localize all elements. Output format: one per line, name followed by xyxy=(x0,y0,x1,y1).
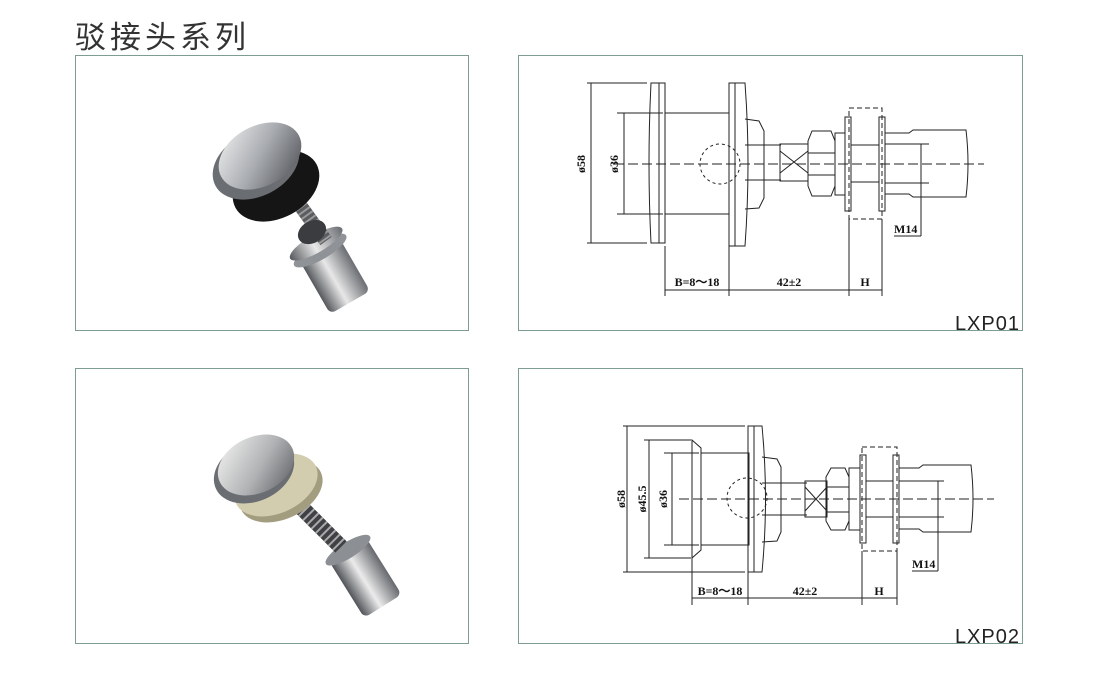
b-range-label: B=8～18 xyxy=(698,584,743,598)
inner-diameter-label: ø36 xyxy=(607,155,621,173)
product-photo-lxp01 xyxy=(75,55,469,331)
page-title: 驳接头系列 xyxy=(75,20,250,56)
thread-size-label: M14 xyxy=(912,557,935,571)
h-label: H xyxy=(860,275,870,289)
spider-fitting-image xyxy=(213,434,400,616)
product-photo-lxp02 xyxy=(75,368,469,644)
inner-diameter-label: ø36 xyxy=(656,490,670,508)
dimension-drawing: ø58 ø45.5 ø36 M14 B=8～18 42±2 H xyxy=(614,425,994,605)
technical-drawing-lxp02: ø58 ø45.5 ø36 M14 B=8～18 42±2 H LXP02 xyxy=(518,368,1023,648)
model-label: LXP02 xyxy=(954,626,1020,648)
spider-fitting-image xyxy=(212,122,368,312)
dimension-drawing: ø58 ø36 M14 B=8～18 42±2 H xyxy=(574,82,984,296)
mid-diameter-label: ø45.5 xyxy=(635,486,649,513)
length-label: 42±2 xyxy=(793,584,818,598)
outer-diameter-label: ø58 xyxy=(614,490,628,508)
h-label: H xyxy=(874,584,884,598)
technical-drawing-lxp01: ø58 ø36 M14 B=8～18 42±2 H LXP01 xyxy=(518,55,1023,335)
model-label: LXP01 xyxy=(954,313,1020,335)
thread-size-label: M14 xyxy=(894,222,917,236)
length-label: 42±2 xyxy=(777,275,802,289)
b-range-label: B=8～18 xyxy=(675,275,720,289)
outer-diameter-label: ø58 xyxy=(574,155,588,173)
